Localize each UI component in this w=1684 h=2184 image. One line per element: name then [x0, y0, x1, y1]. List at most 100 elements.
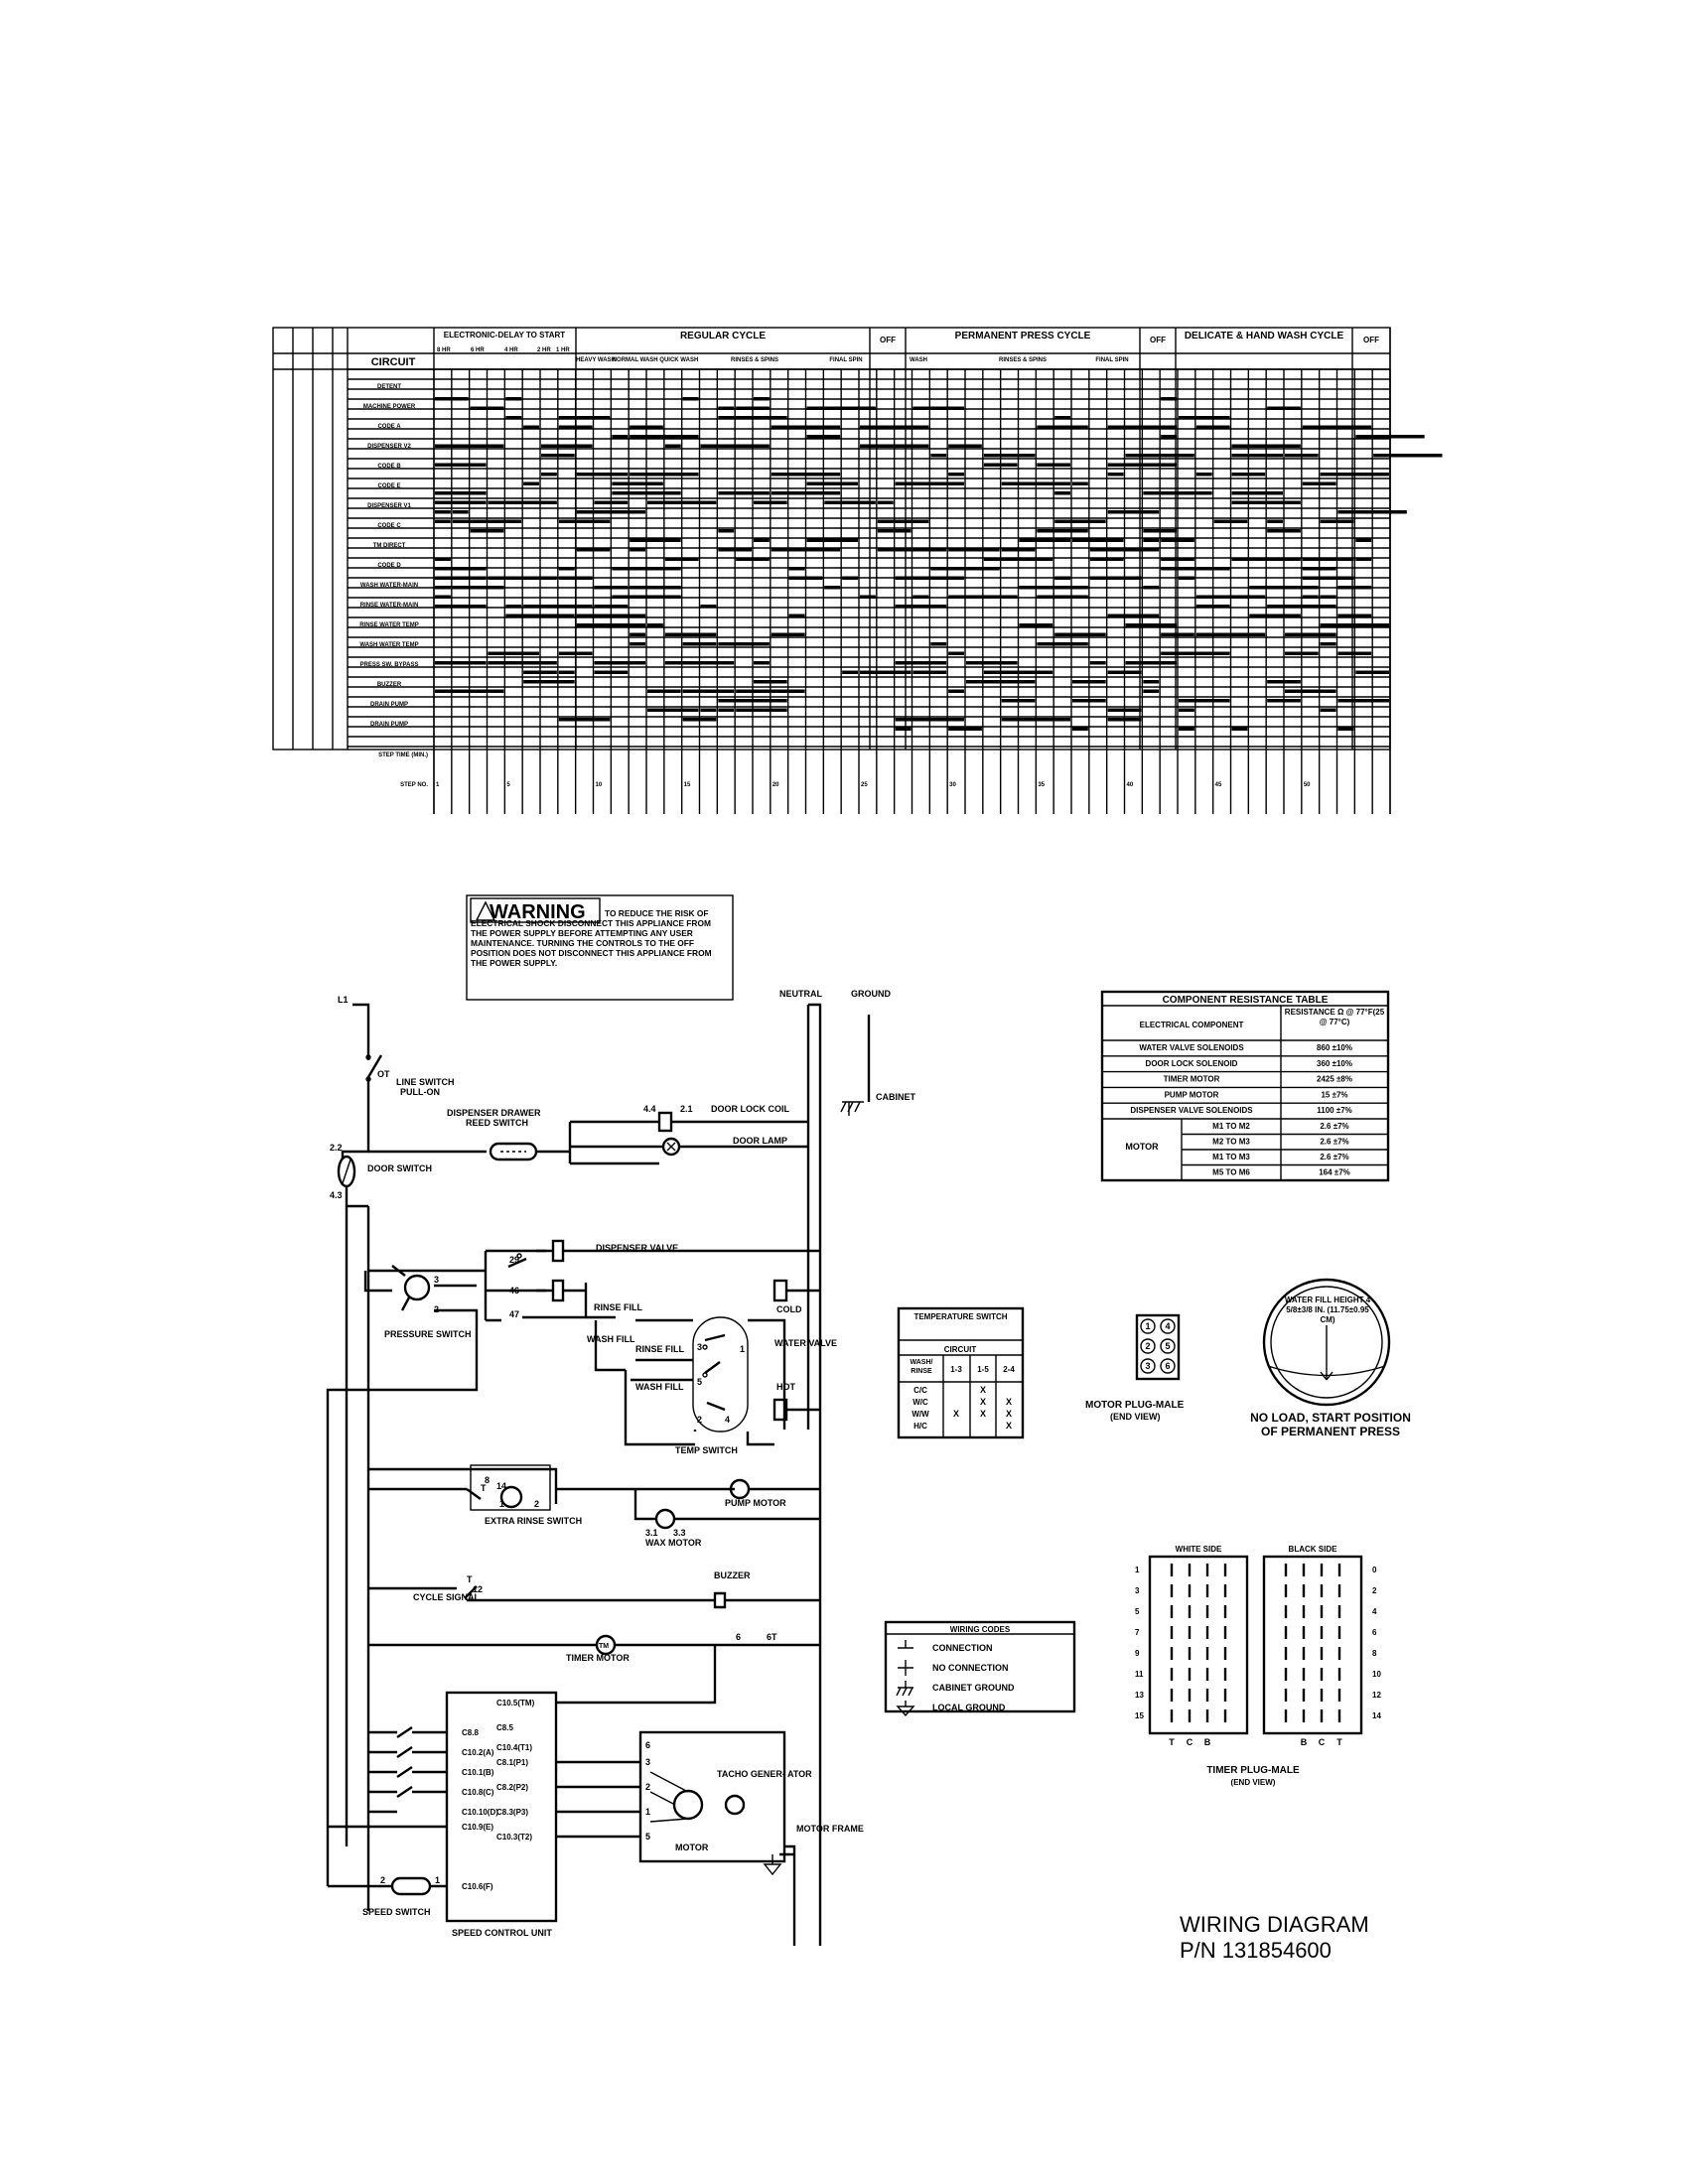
warning-text: TO REDUCE THE RISK OF ELECTRICAL SHOCK D…: [471, 908, 712, 968]
motor-label: MOTOR: [675, 1843, 709, 1852]
chart-on-bar: [1337, 651, 1372, 655]
motor-resistance-pair: M1 TO M3: [1212, 1153, 1250, 1161]
regular-normal-quick: NORMAL WASH QUICK WASH: [613, 357, 699, 363]
black-side-label: BLACK SIDE: [1289, 1545, 1338, 1554]
temp-table-mark: X: [1006, 1397, 1012, 1407]
chart-on-bar: [1125, 623, 1177, 627]
circuit-name: RINSE WATER TEMP: [359, 622, 419, 628]
circuit-name: DISPENSER V1: [367, 503, 411, 509]
speed-switch-symbol: [390, 1876, 432, 1896]
off-header-1: OFF: [880, 336, 896, 344]
warning-title: WARNING: [490, 901, 586, 923]
chart-on-bar: [1302, 481, 1336, 485]
chart-on-bar: [1089, 548, 1160, 552]
motor-plug-pin-number: 2: [1145, 1341, 1150, 1351]
chart-on-bar: [1337, 586, 1372, 590]
chart-on-bar: [1355, 670, 1389, 674]
extra-rinse-switch-symbol: [499, 1485, 523, 1509]
chart-on-bar: [718, 708, 735, 712]
chart-on-bar: [1054, 632, 1106, 636]
er-pin-1: 1: [499, 1499, 504, 1509]
chart-on-bar: [630, 538, 681, 542]
temp-table-col: 1-3: [950, 1365, 962, 1374]
rinse-fill-label: RINSE FILL: [594, 1302, 643, 1312]
chart-on-bar: [1107, 708, 1142, 712]
motor-terminal: 6: [645, 1740, 650, 1750]
chart-on-bar: [895, 727, 912, 731]
resistance-component: DOOR LOCK SOLENOID: [1146, 1059, 1238, 1068]
wiring-codes-legend: WIRING CODES CONNECTION NO CONNECTION CA…: [884, 1620, 1076, 1717]
chart-on-bar: [736, 708, 787, 712]
chart-on-bar: [736, 689, 805, 693]
temp-table-circuit: CIRCUIT: [944, 1345, 977, 1354]
timer-sequence-chart: CIRCUIT ELECTRONIC-DELAY TO START 8 HR 6…: [272, 327, 1443, 814]
temp-table-col: 1-5: [977, 1365, 989, 1374]
tm-n6: 6: [736, 1632, 741, 1642]
wash-fill-label-2: WASH FILL: [635, 1382, 684, 1392]
cabinet-label: CABINET: [876, 1092, 916, 1102]
chart-on-bar: [1213, 519, 1248, 523]
line-switch-label: LINE SWITCH: [396, 1077, 455, 1087]
chart-on-bar: [541, 454, 575, 458]
temp-table-rowhead: WASH/ RINSE: [910, 1359, 933, 1375]
chart-on-bar: [630, 632, 645, 636]
chart-on-bar: [576, 548, 611, 552]
chart-on-bar: [718, 406, 735, 410]
chart-on-bar: [435, 605, 487, 609]
chart-on-bar: [700, 605, 717, 609]
door-switch-43: 4.3: [330, 1190, 343, 1200]
chart-on-bar: [1179, 576, 1194, 580]
temp-table-mark: X: [980, 1409, 986, 1419]
chart-on-bar: [983, 557, 1053, 561]
chart-on-bar: [435, 444, 504, 448]
circuit-name: DRAIN PUMP: [370, 722, 408, 728]
resistance-value: 1100 ±7%: [1317, 1106, 1352, 1115]
dispenser-drawer-label: DISPENSER DRAWER: [447, 1108, 541, 1118]
chart-on-bar: [682, 397, 699, 401]
chart-on-bar: [1143, 586, 1160, 590]
chart-on-bar: [1320, 519, 1354, 523]
chart-on-bar: [1355, 538, 1372, 542]
chart-on-bar: [612, 567, 681, 571]
chart-on-bar: [771, 473, 841, 477]
chart-on-bar: [470, 406, 504, 410]
timer-plug-left-num: 15: [1135, 1711, 1144, 1720]
chart-on-bar: [1107, 510, 1160, 514]
chart-on-bar: [435, 567, 487, 571]
wax-motor-symbol: [654, 1508, 676, 1530]
chart-on-bar: [435, 595, 451, 599]
chart-on-bar: [824, 500, 876, 504]
motor-terminal: 2: [645, 1782, 650, 1792]
motor-resistance-value: 2.6 ±7%: [1320, 1153, 1348, 1161]
circuit-name: DISPENSER V2: [367, 444, 411, 450]
temp-table-col: 2-4: [1003, 1365, 1015, 1374]
chart-on-bar: [664, 557, 699, 561]
motor-resistance-pair: M5 TO M6: [1212, 1168, 1250, 1177]
temp-switch-pin-3: 3: [697, 1342, 702, 1352]
chart-on-bar: [435, 586, 504, 590]
water-fill-gauge: WATER FILL HEIGHT 4 5/8±3/8 IN. (11.75±0…: [1250, 1278, 1411, 1438]
chart-on-bar: [1161, 397, 1177, 401]
timer-plug-left-num: 5: [1135, 1607, 1140, 1616]
chart-on-bar: [1285, 651, 1319, 655]
timer-plug-right-num: 6: [1372, 1628, 1377, 1637]
chart-on-bar: [576, 614, 645, 617]
cycle-signal-label: CYCLE SIGNAL: [413, 1592, 481, 1602]
chart-on-bar: [1302, 595, 1319, 599]
chart-on-bar: [1001, 481, 1070, 485]
chart-on-bar: [1001, 699, 1036, 703]
chart-on-bar: [630, 473, 699, 477]
chart-on-bar: [558, 718, 611, 722]
circuit-name: PRESS SW. BYPASS: [360, 662, 419, 668]
chart-on-bar: [682, 718, 717, 722]
chart-on-bar: [1285, 689, 1336, 693]
chart-on-bar: [824, 586, 841, 590]
wiring-code-connection: CONNECTION: [932, 1643, 993, 1653]
buzzer-label: BUZZER: [714, 1570, 751, 1580]
circuit-name: CODE E: [377, 483, 400, 489]
ss-pin-2: 2: [380, 1875, 385, 1885]
chart-on-bar: [488, 500, 557, 504]
delay-time-2: 2 HR: [537, 347, 551, 353]
chart-on-bar: [1267, 605, 1336, 609]
